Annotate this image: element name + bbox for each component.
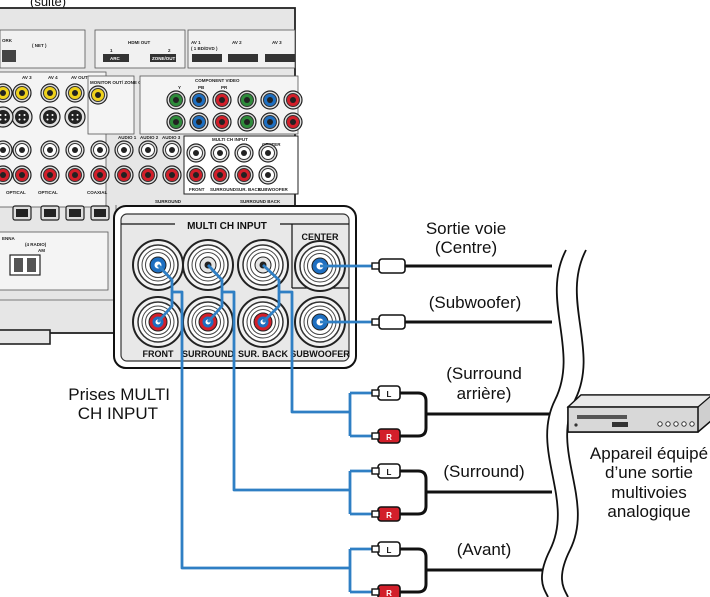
plug-letter-l: L (387, 390, 392, 399)
pair-connectors (348, 391, 372, 594)
surback-plugs: L R (371, 385, 552, 444)
audio1-label: AUDIO 1 (118, 135, 137, 140)
label-device-4: analogique (607, 502, 690, 521)
cable-surback (279, 290, 350, 414)
multi-ch-small-label: MULTI CH INPUT (212, 137, 248, 142)
net-label: ( NET ) (32, 43, 47, 48)
center-cable (371, 258, 552, 274)
coaxial-label-1: COAXIAL (87, 190, 108, 195)
av4-row-label: AV 4 (48, 75, 58, 80)
panel-subwoofer-label: SUBWOOFER (290, 349, 350, 359)
audio3-label: AUDIO 3 (162, 135, 181, 140)
plug-letter-r: R (386, 433, 392, 442)
av3-top-label: AV 3 (272, 40, 282, 45)
avout-row-label: AV OUT (71, 75, 88, 80)
panel-title: MULTI CH INPUT (187, 221, 267, 232)
component-video-label: COMPONENT VIDEO (195, 78, 240, 83)
label-surround-arriere-1: (Surround (446, 364, 522, 383)
label-sortie-voie-2: (Centre) (435, 238, 497, 257)
panel-surround-label: SURROUND (182, 349, 235, 359)
label-device-3: multivoies (611, 483, 687, 502)
plug-letter-r: R (386, 589, 392, 597)
diagram-labels: Sortie voie (Centre) (Subwoofer) (Surrou… (68, 219, 708, 559)
plug-letter-r: R (386, 511, 392, 520)
panel-center-label: CENTER (301, 232, 339, 242)
label-subwoofer: (Subwoofer) (429, 293, 522, 312)
surround-back-bottom-label: SURROUND BACK (240, 199, 281, 204)
label-sortie-voie-1: Sortie voie (426, 219, 506, 238)
hdmi-out-label: HDMI OUT (128, 40, 150, 45)
subwoofer-cable (371, 314, 552, 330)
comp-pr-label: PR (221, 85, 228, 90)
label-surround-arriere-2: arrière) (457, 384, 512, 403)
cable-break-symbol (541, 249, 587, 597)
cable-front (172, 290, 350, 570)
hdmi-arc-label: ARC (110, 56, 120, 61)
small-surback-label: SUR. BACK (236, 187, 262, 192)
av1-label: AV 1 (191, 40, 201, 45)
label-avant: (Avant) (457, 540, 512, 559)
hdmi-port-2 (150, 54, 176, 62)
hdmi-out-1: 1 (110, 48, 113, 53)
surround-plugs: L R (371, 463, 552, 522)
plug-letter-l: L (387, 546, 392, 555)
label-prises-1: Prises MULTI (68, 385, 170, 404)
surround-bottom-label: SURROUND (155, 199, 182, 204)
hdmi-zone-label: ZONE/OUT (152, 56, 176, 61)
plug-letter-l: L (387, 468, 392, 477)
antenna-label: ENNA (2, 236, 16, 241)
panel-surback-label: SUR. BACK (238, 349, 289, 359)
comp-pb-label: PB (198, 85, 205, 90)
comp-y-label: Y (178, 85, 181, 90)
panel-front-label: FRONT (143, 349, 174, 359)
multichannel-player-device (566, 394, 710, 433)
av1-sub-label: ( 1 BD/DVD ) (191, 46, 218, 51)
blue-cables (156, 263, 378, 570)
small-front-label: FRONT (189, 187, 205, 192)
top-caption: (suite) (30, 0, 66, 9)
monitor-out-label: MONITOR OUT/ ZONE OUT (90, 80, 148, 85)
small-subwoofer-label: SUBWOOFER (258, 187, 288, 192)
audio2-label: AUDIO 2 (140, 135, 159, 140)
label-device-2: d’une sortie (605, 463, 693, 482)
label-prises-2: CH INPUT (78, 404, 158, 423)
av3-row-label: AV 3 (22, 75, 32, 80)
front-plugs: L R (371, 541, 552, 597)
hdmi-out-2: 2 (168, 48, 171, 53)
optical-label-2: OPTICAL (38, 190, 58, 195)
small-surround-label: SURROUND (210, 187, 237, 192)
label-device-1: Appareil équipé (590, 444, 708, 463)
cable-surround (222, 290, 350, 492)
label-surround: (Surround) (443, 462, 524, 481)
optical-label-1: OPTICAL (6, 190, 26, 195)
av2-top-label: AV 2 (232, 40, 242, 45)
network-label: ORK (2, 38, 13, 43)
am-label: AM (38, 248, 45, 253)
hdmi-port-1 (103, 54, 129, 62)
antenna-sub-label: (4 RADIO) (25, 242, 47, 247)
